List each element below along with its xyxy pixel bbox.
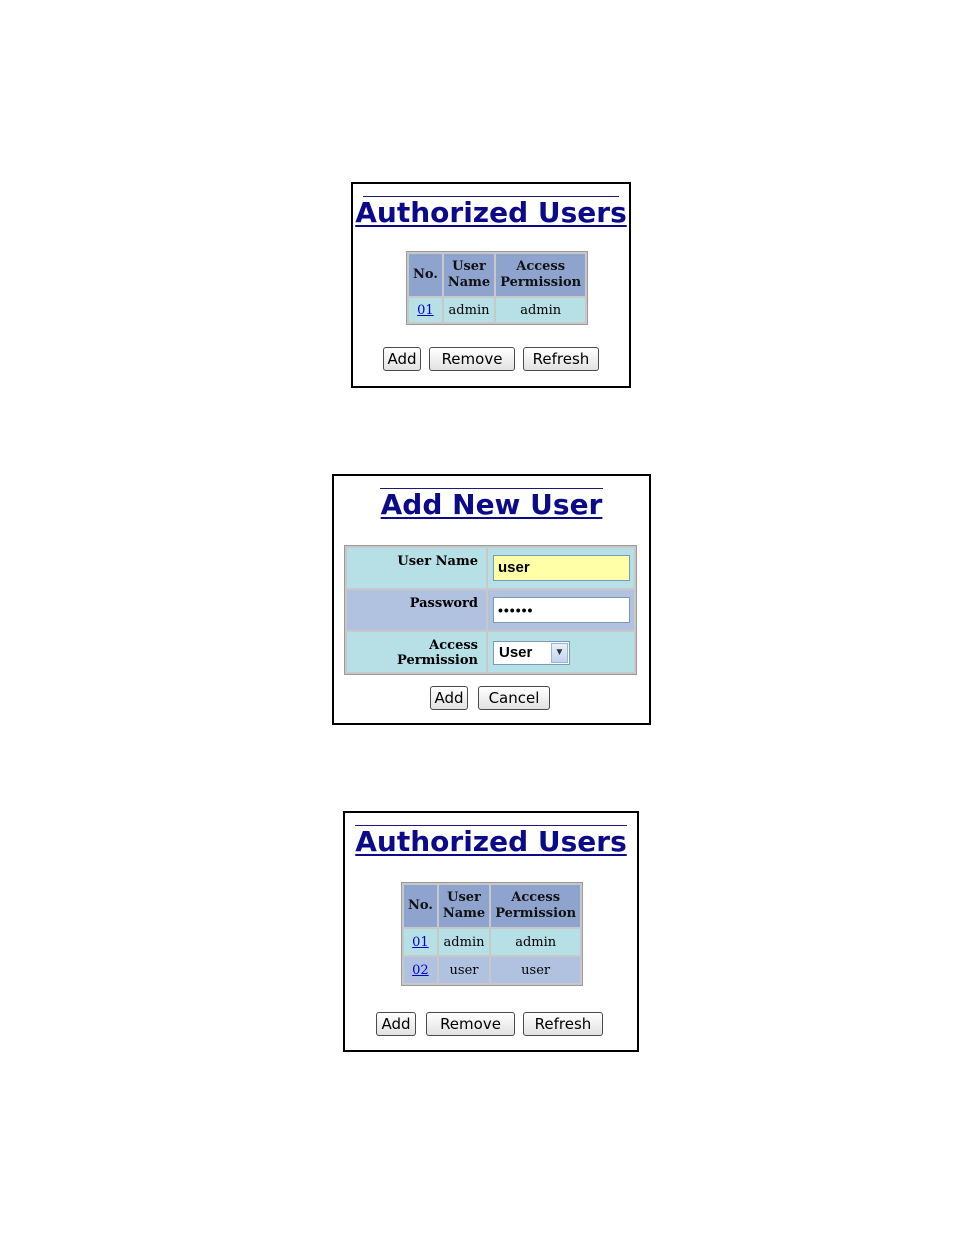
- authorized-users-panel-before: Authorized Users No. User Name Access Pe…: [351, 182, 631, 388]
- password-input[interactable]: ••••••: [493, 597, 630, 623]
- user-name-input[interactable]: user: [493, 555, 630, 581]
- page-title: Authorized Users: [353, 196, 629, 229]
- column-header-no: No.: [404, 885, 437, 927]
- access-permission-cell: user: [491, 957, 580, 983]
- user-name-cell: admin: [444, 298, 494, 322]
- add-user-form: User Name user Password •••••• Access Pe…: [344, 545, 637, 675]
- add-button[interactable]: Add: [376, 1012, 416, 1036]
- access-permission-cell: admin: [496, 298, 585, 322]
- user-name-cell: user: [439, 957, 489, 983]
- table-row: 01 admin admin: [409, 298, 585, 322]
- users-table: No. User Name Access Permission 01 admin…: [401, 882, 583, 986]
- column-header-user-name: User Name: [439, 885, 489, 927]
- page-title: Add New User: [334, 488, 649, 521]
- remove-button[interactable]: Remove: [426, 1012, 515, 1036]
- access-permission-cell: admin: [491, 929, 580, 955]
- form-row-access-permission: Access Permission User ▼: [347, 632, 634, 672]
- page-title: Authorized Users: [345, 825, 637, 858]
- refresh-button[interactable]: Refresh: [523, 1012, 603, 1036]
- refresh-button[interactable]: Refresh: [523, 347, 599, 371]
- user-name-label: User Name: [347, 548, 486, 588]
- remove-button[interactable]: Remove: [429, 347, 515, 371]
- form-row-user-name: User Name user: [347, 548, 634, 588]
- user-name-cell: admin: [439, 929, 489, 955]
- table-row: 01 admin admin: [404, 929, 580, 955]
- cancel-button[interactable]: Cancel: [478, 686, 550, 710]
- user-link-01[interactable]: 01: [412, 935, 429, 950]
- column-header-access-permission: Access Permission: [496, 254, 585, 296]
- users-table: No. User Name Access Permission 01 admin…: [406, 251, 588, 325]
- add-button[interactable]: Add: [383, 347, 421, 371]
- authorized-users-panel-after: Authorized Users No. User Name Access Pe…: [343, 811, 639, 1052]
- chevron-down-icon[interactable]: ▼: [551, 643, 568, 663]
- user-link-02[interactable]: 02: [412, 963, 429, 978]
- user-link-01[interactable]: 01: [417, 303, 434, 318]
- add-new-user-panel: Add New User User Name user Password •••…: [332, 474, 651, 725]
- column-header-no: No.: [409, 254, 442, 296]
- password-label: Password: [347, 590, 486, 630]
- add-button[interactable]: Add: [430, 686, 468, 710]
- access-permission-select[interactable]: User ▼: [493, 641, 570, 665]
- column-header-access-permission: Access Permission: [491, 885, 580, 927]
- form-row-password: Password ••••••: [347, 590, 634, 630]
- access-permission-value: User: [499, 644, 532, 661]
- column-header-user-name: User Name: [444, 254, 494, 296]
- access-permission-label: Access Permission: [347, 632, 486, 672]
- table-row: 02 user user: [404, 957, 580, 983]
